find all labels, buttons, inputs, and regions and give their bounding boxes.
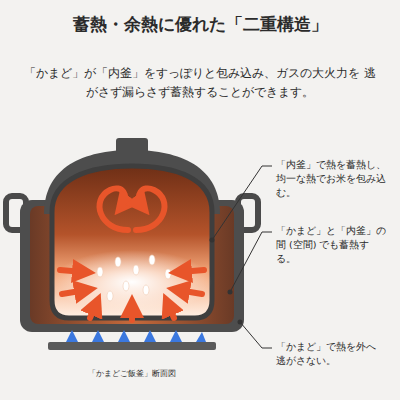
caption: 「かまどご飯釜」断面図: [52, 368, 212, 380]
callout-text: 「かまど」で熱を外へ 逃がさない。: [276, 340, 380, 368]
title: 蓄熱・余熱に優れた「二重構造」: [0, 12, 400, 37]
intro-text: 「かまど」が「内釜」をすっぽりと包み込み、ガスの大火力を 逃がさず漏らさず蓄熱す…: [22, 64, 378, 102]
callout-text: 「かまど」と「内釜」の 間 (空間) でも蓄熱する。: [276, 224, 386, 265]
callout-text: 「内釜」で熱を蓄熱し、 均一な熱でお米を包み込む。: [276, 158, 396, 199]
